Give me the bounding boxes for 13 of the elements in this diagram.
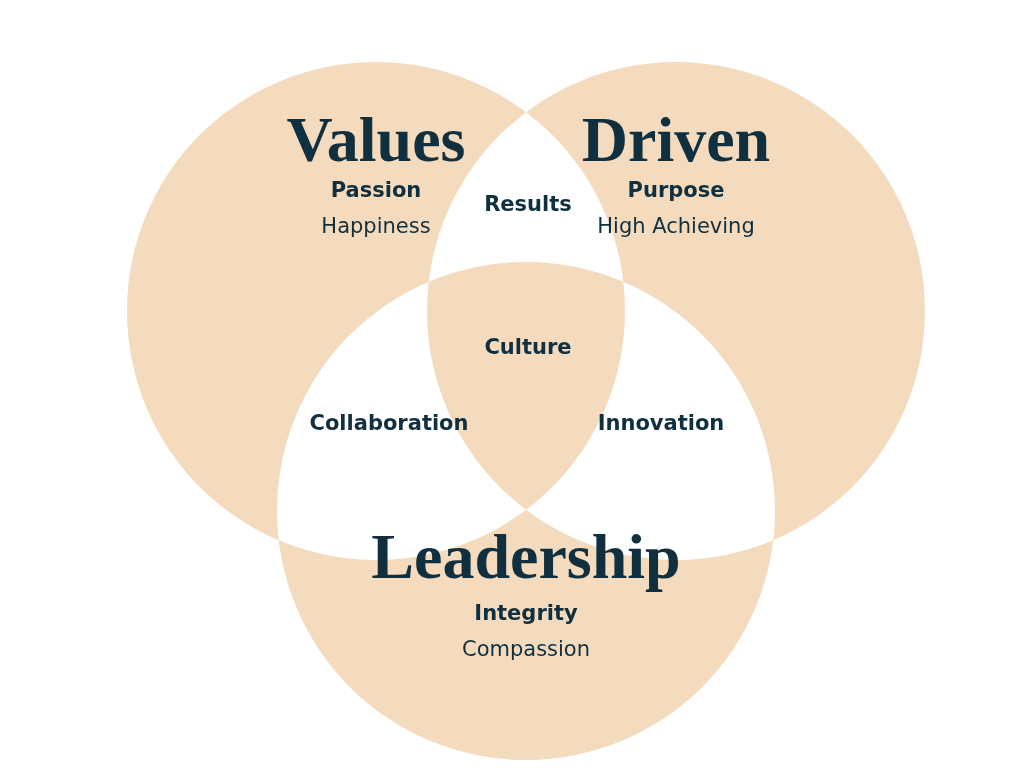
circle-title: Leadership [371, 521, 681, 592]
circle-keyword: Integrity [474, 601, 578, 625]
circle-keyword: Passion [330, 178, 422, 202]
circle-subtitle: Happiness [321, 214, 431, 238]
circle-subtitle: High Achieving [597, 214, 755, 238]
overlap-label: Culture [484, 335, 572, 359]
circle-keyword: Purpose [627, 178, 725, 202]
overlap-label: Results [484, 192, 572, 216]
circle-subtitle: Compassion [461, 637, 590, 661]
circle-title: Driven [581, 104, 771, 175]
overlap-label: Innovation [597, 411, 725, 435]
overlap-label: Collaboration [309, 411, 469, 435]
circle-title: Values [286, 104, 466, 175]
